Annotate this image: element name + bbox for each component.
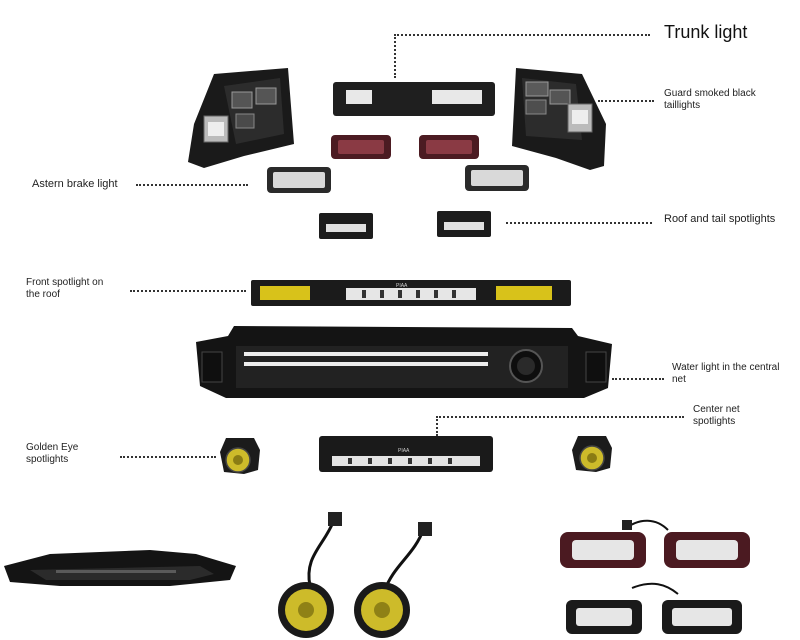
left-taillight [188,68,294,168]
photo-smoked-light-strip [4,550,236,586]
leader-trunk-light-drop [394,34,396,78]
leader-astern-brake [136,184,248,186]
brake-light-red-left [331,135,391,159]
golden-eye-spotlight-left [220,438,260,474]
leader-front-spotlight [130,290,246,292]
label-roof-tail-spotlights: Roof and tail spotlights [664,213,776,225]
roof-bar-brand-mark: PIAA [396,283,408,289]
label-astern-brake-light: Astern brake light [32,178,118,190]
photo-golden-eye-pair [264,506,472,640]
brake-light-red-right [419,135,479,159]
label-trunk-light: Trunk light [664,22,748,42]
center-net-spotlight-bar [319,436,493,472]
trunk-light-bar [333,82,495,116]
label-center-net-spotlights: Center net spotlights [693,404,740,427]
roof-tail-spotlight-left [319,213,373,239]
right-taillight [512,68,606,170]
leader-water-light [612,378,664,380]
center-bar-brand-mark: PIAA [398,448,410,454]
leader-guard-taillights [598,100,654,102]
roof-tail-spotlight-right [437,211,491,237]
leader-trunk-light [394,34,650,36]
label-golden-eye-spotlights: Golden Eye spotlights [26,442,79,465]
label-water-light-central-net: Water light in the central net [672,362,780,385]
label-front-spotlight-roof: Front spotlight on the roof [26,277,104,300]
brake-light-clear-left [267,167,331,193]
central-grille [196,326,612,398]
golden-eye-spotlight-right [572,436,612,472]
label-guard-taillights: Guard smoked black taillights [664,88,756,111]
photo-trunk-tail-pair [560,519,750,634]
front-roof-spotlight-bar [251,280,571,306]
brake-light-clear-right [465,165,529,191]
leader-golden-eye [120,456,216,458]
leader-center-net-drop [436,416,438,436]
leader-center-net [436,416,684,418]
leader-roof-tail [506,222,652,224]
